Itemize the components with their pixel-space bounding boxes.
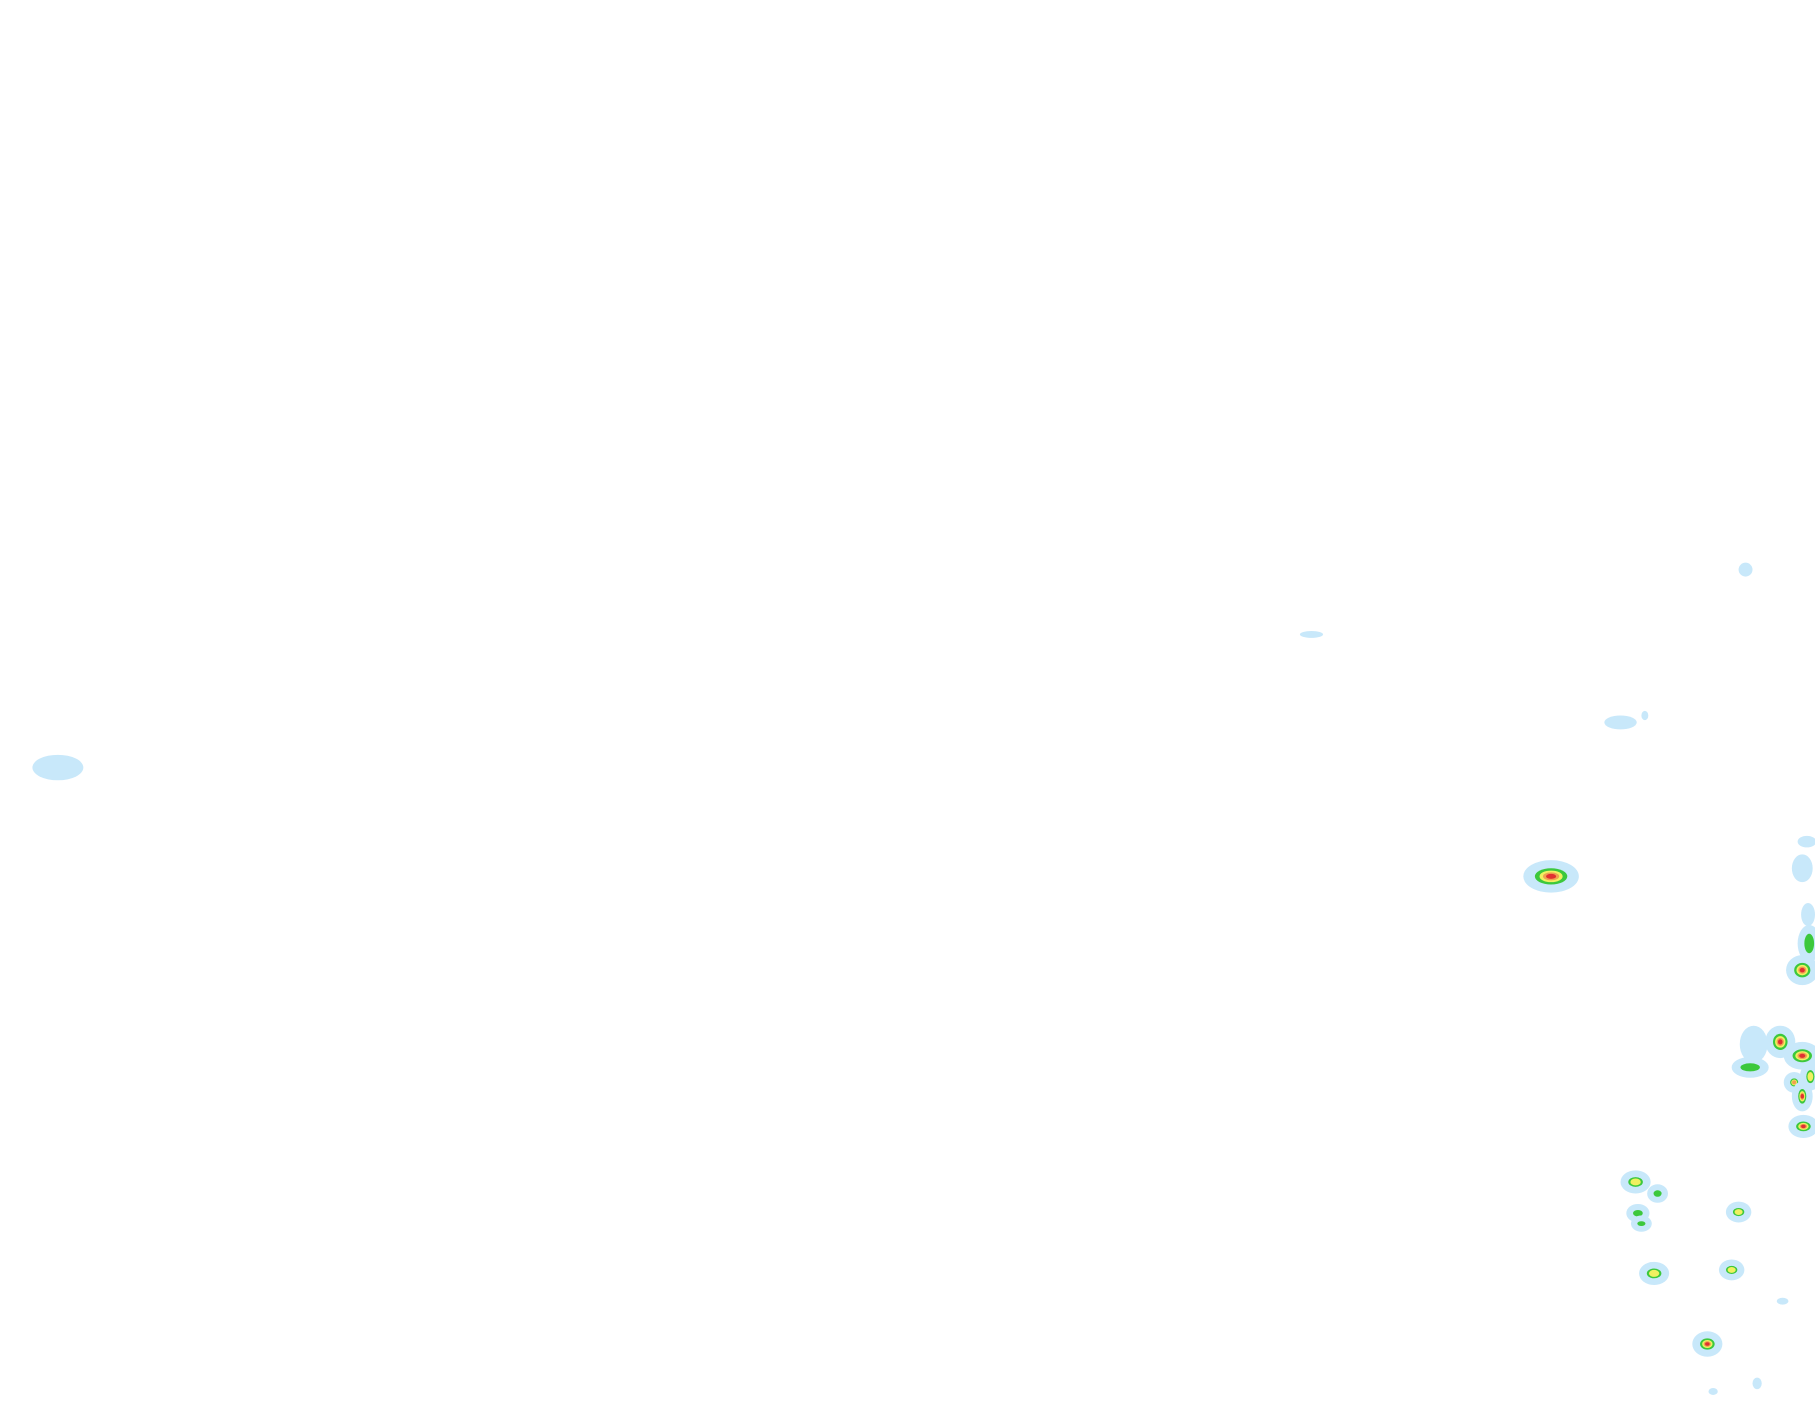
precipitation-cell xyxy=(1620,1170,1651,1194)
reflectivity-level-1 xyxy=(1637,1221,1646,1227)
precipitation-cell xyxy=(1299,630,1324,638)
precipitation-cell xyxy=(1647,1184,1668,1203)
precipitation-cell xyxy=(1738,562,1753,577)
precipitation-cell xyxy=(1791,1081,1813,1112)
reflectivity-level-0 xyxy=(1708,1387,1718,1395)
precipitation-cell xyxy=(1725,1201,1752,1223)
precipitation-cell xyxy=(1783,1041,1815,1070)
precipitation-cell xyxy=(1786,955,1815,986)
precipitation-cell xyxy=(1739,1025,1768,1063)
precipitation-cell xyxy=(1708,1387,1718,1395)
reflectivity-level-1 xyxy=(1633,1209,1643,1217)
reflectivity-level-4 xyxy=(1545,873,1557,879)
reflectivity-level-0 xyxy=(1299,630,1324,638)
reflectivity-level-0 xyxy=(1604,715,1637,730)
reflectivity-level-4 xyxy=(1801,1124,1806,1129)
reflectivity-level-0 xyxy=(1641,710,1649,721)
precipitation-cell xyxy=(32,754,84,781)
precipitation-cell xyxy=(1523,860,1579,893)
precipitation-cell xyxy=(1776,1297,1789,1305)
reflectivity-level-4 xyxy=(1799,967,1805,973)
reflectivity-level-0 xyxy=(1801,902,1815,927)
reflectivity-level-4 xyxy=(1705,1342,1710,1346)
reflectivity-level-0 xyxy=(1739,1025,1768,1063)
reflectivity-level-1 xyxy=(1804,933,1815,954)
reflectivity-level-1 xyxy=(1653,1190,1662,1197)
reflectivity-level-0 xyxy=(1797,835,1815,848)
precipitation-cell xyxy=(1788,1114,1815,1138)
precipitation-cell xyxy=(1641,710,1649,721)
reflectivity-level-0 xyxy=(1738,562,1753,577)
precipitation-cell xyxy=(1801,902,1815,927)
precipitation-cell xyxy=(1639,1261,1670,1285)
reflectivity-level-0 xyxy=(1776,1297,1789,1305)
reflectivity-level-2 xyxy=(1734,1209,1743,1215)
reflectivity-level-2 xyxy=(1727,1267,1736,1273)
reflectivity-level-4 xyxy=(1800,1094,1805,1099)
precipitation-cell xyxy=(1692,1331,1723,1357)
reflectivity-level-3 xyxy=(1792,1080,1797,1085)
reflectivity-level-4 xyxy=(1799,1053,1806,1058)
reflectivity-level-2 xyxy=(1630,1178,1641,1186)
precipitation-cell xyxy=(1731,1056,1769,1078)
precipitation-cell xyxy=(1797,835,1815,848)
precipitation-cell xyxy=(1752,1377,1762,1390)
precipitation-cell xyxy=(1791,854,1813,883)
reflectivity-level-0 xyxy=(1791,854,1813,883)
precipitation-cell xyxy=(1630,1215,1652,1232)
reflectivity-level-1 xyxy=(1740,1063,1760,1072)
reflectivity-level-2 xyxy=(1807,1071,1814,1082)
reflectivity-level-0 xyxy=(32,754,84,781)
reflectivity-level-0 xyxy=(1752,1377,1762,1390)
precipitation-cell xyxy=(1797,924,1815,963)
precipitation-cell xyxy=(1718,1259,1745,1281)
reflectivity-level-2 xyxy=(1648,1269,1660,1277)
precipitation-cell xyxy=(1604,715,1637,730)
reflectivity-level-4 xyxy=(1777,1039,1783,1045)
